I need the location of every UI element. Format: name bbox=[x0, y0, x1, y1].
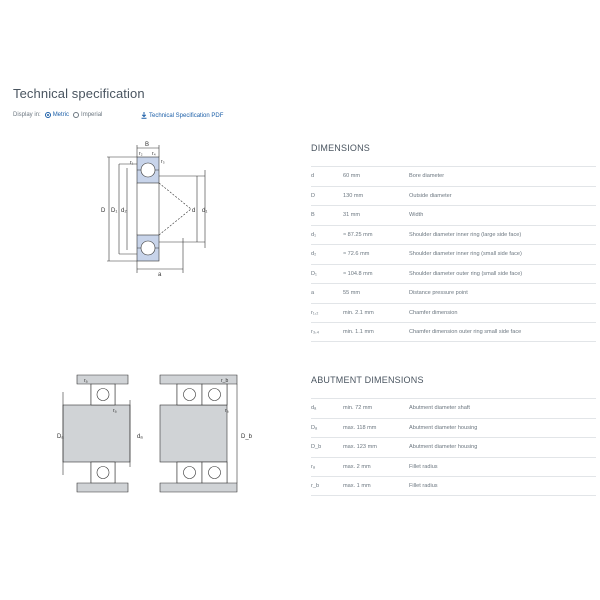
bearing-cross-section-drawing: B r₁ r₂ r₄ r₃ D D₁ d₂ d d₁ a bbox=[101, 142, 207, 278]
imperial-radio[interactable] bbox=[73, 112, 80, 118]
dimensions-table: d 60 mm Bore diameter D 130 mm Outside diame… bbox=[311, 166, 596, 342]
table-row: dₐ min. 72 mm Abutment diameter shaft bbox=[311, 398, 596, 418]
download-icon bbox=[141, 112, 147, 119]
row-symbol: dₐ bbox=[311, 405, 317, 412]
label-Da: Dₐ bbox=[57, 434, 64, 440]
abutment-title: ABUTMENT DIMENSIONS bbox=[311, 375, 424, 385]
row-description: Chamfer dimension bbox=[409, 309, 458, 316]
table-row: Dₐ max. 118 mm Abutment diameter housing bbox=[311, 417, 596, 438]
row-value: min. 2.1 mm bbox=[343, 309, 374, 316]
abutment-table: dₐ min. 72 mm Abutment diameter shaft Dₐ ma… bbox=[311, 398, 596, 496]
abutment-drawing-pair: r_b rₐ D_b bbox=[159, 374, 253, 493]
row-symbol: Dₐ bbox=[311, 424, 318, 431]
abutment-drawing-single: Dₐ rₐ rₐ dₐ bbox=[57, 374, 143, 493]
row-description: Distance pressure point bbox=[409, 290, 468, 297]
table-row: a 55 mm Distance pressure point bbox=[311, 283, 596, 303]
dimensions-title: DIMENSIONS bbox=[311, 143, 371, 153]
metric-label[interactable]: Metric bbox=[52, 112, 70, 118]
row-symbol: d₁ bbox=[311, 231, 316, 238]
row-value: ≈ 104.8 mm bbox=[343, 270, 373, 277]
table-row: rₐ max. 2 mm Fillet radius bbox=[311, 456, 596, 477]
table-row: D 130 mm Outside diameter bbox=[311, 185, 596, 206]
label-D: D bbox=[101, 208, 106, 214]
label-d: d bbox=[192, 208, 195, 214]
row-description: Abutment diameter housing bbox=[409, 424, 478, 431]
label-da: dₐ bbox=[137, 434, 143, 440]
label-r2: r₂ bbox=[139, 151, 143, 157]
pdf-link-label[interactable]: Technical Specification PDF bbox=[149, 112, 224, 119]
label-d1: d₁ bbox=[202, 208, 207, 214]
imperial-label[interactable]: Imperial bbox=[81, 112, 103, 118]
row-description: Shoulder diameter inner ring (small side… bbox=[409, 251, 522, 258]
label-ra-left: rₐ bbox=[84, 378, 88, 384]
row-description: Abutment diameter shaft bbox=[409, 405, 470, 412]
row-symbol: a bbox=[311, 290, 315, 297]
label-r1: r₁ bbox=[130, 160, 134, 166]
page-title: Technical specification bbox=[13, 86, 145, 101]
row-description: Outside diameter bbox=[409, 192, 452, 199]
display-in-label: Display in: bbox=[13, 112, 41, 118]
label-ra-right: rₐ bbox=[113, 408, 117, 414]
row-value: 130 mm bbox=[343, 192, 364, 199]
unit-selector: Display in: Metric Imperial bbox=[13, 112, 102, 118]
row-symbol: d₂ bbox=[311, 251, 317, 258]
table-row: r_b max. 1 mm Fillet radius bbox=[311, 476, 596, 496]
row-value: max. 123 mm bbox=[343, 444, 377, 451]
table-row: D₁ ≈ 104.8 mm Shoulder diameter outer ring… bbox=[311, 263, 596, 284]
row-value: max. 1 mm bbox=[343, 482, 371, 489]
label-ra: rₐ bbox=[225, 408, 229, 414]
row-description: Fillet radius bbox=[409, 463, 438, 470]
row-symbol: D₁ bbox=[311, 270, 317, 277]
row-value: ≈ 72.6 mm bbox=[343, 251, 370, 258]
row-description: Chamfer dimension outer ring small side … bbox=[409, 328, 522, 335]
row-symbol: rₐ bbox=[311, 463, 315, 470]
table-row: r₁,₂ min. 2.1 mm Chamfer dimension bbox=[311, 302, 596, 323]
row-value: min. 1.1 mm bbox=[343, 328, 374, 335]
label-a: a bbox=[158, 272, 162, 278]
label-r3: r₃ bbox=[161, 159, 165, 165]
label-Db: D_b bbox=[241, 434, 253, 440]
table-row: d 60 mm Bore diameter bbox=[311, 166, 596, 186]
row-value: max. 118 mm bbox=[343, 424, 377, 431]
row-description: Fillet radius bbox=[409, 482, 438, 489]
label-rb: r_b bbox=[221, 378, 228, 384]
row-description: Bore diameter bbox=[409, 173, 445, 180]
row-value: ≈ 87.25 mm bbox=[343, 231, 373, 238]
row-value: 31 mm bbox=[343, 212, 361, 219]
pdf-download-link[interactable]: Technical Specification PDF bbox=[141, 112, 223, 119]
table-row: r₃,₄ min. 1.1 mm Chamfer dimension outer r… bbox=[311, 322, 596, 342]
row-description: Abutment diameter housing bbox=[409, 444, 478, 451]
row-value: 60 mm bbox=[343, 173, 361, 180]
row-value: max. 2 mm bbox=[343, 463, 371, 470]
table-row: d₁ ≈ 87.25 mm Shoulder diameter inner ring… bbox=[311, 224, 596, 245]
label-r4: r₄ bbox=[152, 151, 156, 157]
metric-radio[interactable] bbox=[44, 112, 51, 118]
row-symbol: r_b bbox=[311, 482, 320, 489]
row-symbol: B bbox=[311, 212, 315, 219]
row-symbol: d bbox=[311, 173, 315, 180]
row-description: Shoulder diameter inner ring (large side… bbox=[409, 231, 522, 238]
table-row: B 31 mm Width bbox=[311, 205, 596, 225]
row-symbol: r₁,₂ bbox=[311, 309, 319, 316]
label-B: B bbox=[145, 142, 149, 148]
row-symbol: D bbox=[311, 192, 316, 199]
table-row: D_b max. 123 mm Abutment diameter housing bbox=[311, 437, 596, 457]
row-symbol: D_b bbox=[311, 444, 322, 451]
row-value: min. 72 mm bbox=[343, 405, 373, 412]
row-symbol: r₃,₄ bbox=[311, 328, 319, 335]
label-D1: D₁ bbox=[111, 208, 117, 214]
table-row: d₂ ≈ 72.6 mm Shoulder diameter inner ring … bbox=[311, 244, 596, 264]
lower-ball bbox=[140, 240, 156, 256]
row-description: Shoulder diameter outer ring (small side… bbox=[409, 270, 523, 277]
row-value: 55 mm bbox=[343, 290, 361, 297]
shaft bbox=[62, 404, 131, 463]
row-description: Width bbox=[409, 212, 424, 219]
label-d2: d₂ bbox=[121, 208, 127, 214]
upper-ball bbox=[140, 162, 156, 178]
